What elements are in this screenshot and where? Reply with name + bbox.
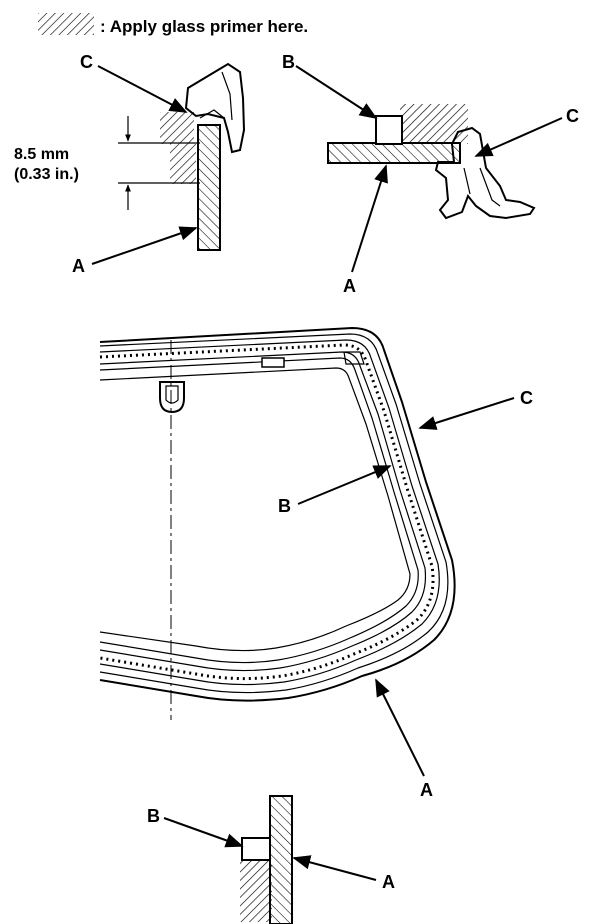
primer-dotted-line: [99, 343, 435, 681]
leader-c: [97, 65, 188, 113]
molding-c-detail: [199, 71, 233, 121]
molding-c: [184, 62, 246, 154]
detail-vertical-section: 8.5 mm (0.33 in.) C A: [14, 52, 246, 276]
detail-horizontal-section: B C A: [282, 52, 579, 296]
legend: : Apply glass primer here.: [38, 13, 308, 36]
label-a: A: [382, 872, 395, 892]
glass-section: [269, 795, 293, 924]
leader-c: [474, 117, 563, 157]
label-a: A: [420, 780, 433, 800]
label-b: B: [278, 496, 291, 516]
corner-spacer: [343, 351, 365, 365]
label-b: B: [147, 806, 160, 826]
glass-inner-area: [99, 367, 411, 652]
label-c: C: [566, 106, 579, 126]
leader-b: [295, 65, 378, 119]
label-a: A: [72, 256, 85, 276]
glass-outer-edge: [99, 326, 456, 702]
dimension-value: 8.5 mm: [14, 146, 69, 163]
mirror-mount-detail: [165, 385, 179, 404]
hatch-swatch: [38, 13, 94, 35]
label-a: A: [343, 276, 356, 296]
primer-zone: [160, 112, 194, 144]
label-c: C: [80, 52, 93, 72]
glass-section: [327, 142, 461, 164]
leader-a: [91, 226, 198, 265]
label-b: B: [282, 52, 295, 72]
primer-zone: [400, 104, 468, 144]
dam-b-band: [99, 351, 427, 672]
leader-a: [292, 855, 377, 881]
dam-b: [375, 115, 403, 145]
dimension-imperial: (0.33 in.): [14, 166, 79, 183]
dam-b: [241, 837, 271, 861]
leader-a: [375, 678, 425, 777]
dam-b-band-inner: [99, 357, 419, 664]
leader-b: [297, 465, 392, 505]
glass-section: [197, 124, 221, 251]
molding-c-detail: [463, 167, 501, 207]
molding-c-band: [99, 333, 449, 694]
leader-a: [351, 164, 388, 273]
leader-c: [418, 397, 515, 430]
leader-b: [163, 817, 244, 848]
primer-zone: [170, 144, 196, 184]
legend-text: : Apply glass primer here.: [100, 17, 308, 36]
molding-c-band-inner: [99, 339, 440, 686]
windshield-overview: C B A: [99, 326, 533, 800]
sensor-block: [261, 357, 285, 368]
detail-bottom-section: B A: [147, 795, 395, 924]
label-c: C: [520, 388, 533, 408]
mirror-mount: [159, 381, 185, 414]
primer-zone: [240, 858, 272, 922]
